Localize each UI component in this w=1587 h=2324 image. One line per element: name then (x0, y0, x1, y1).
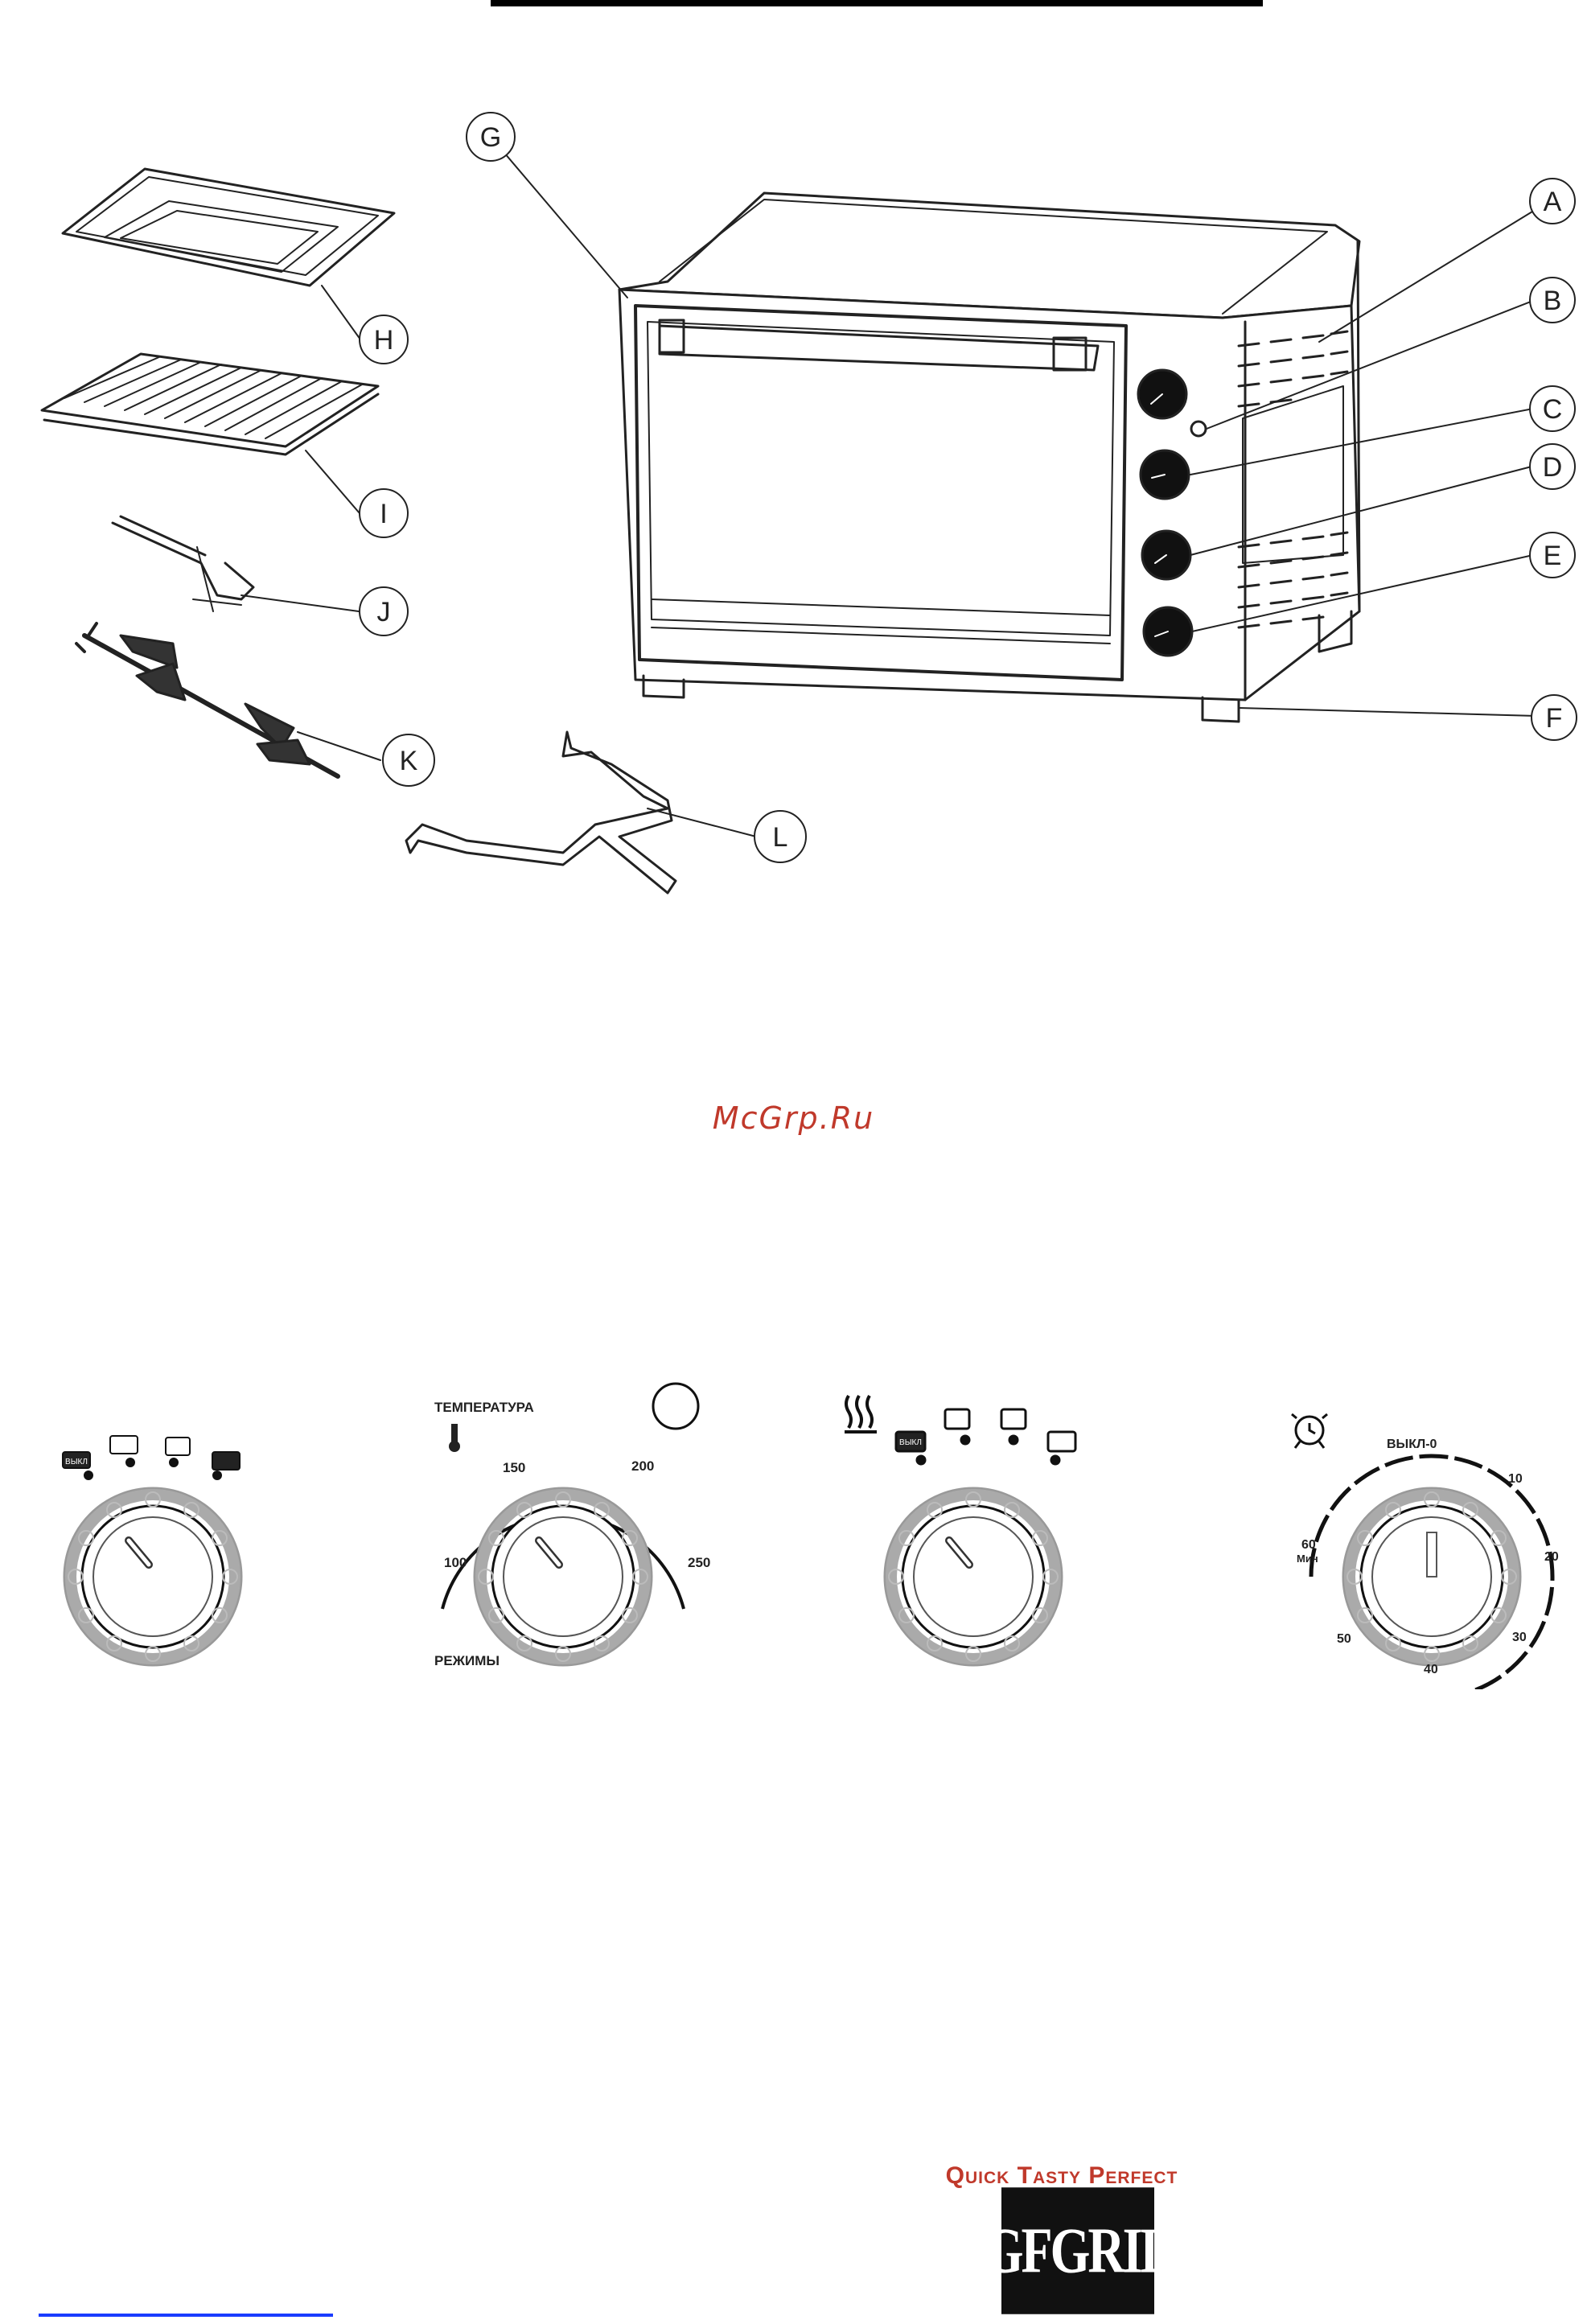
indicator-light (653, 1384, 698, 1429)
thermometer-icon (449, 1424, 460, 1452)
off-label: ВЫКЛ (899, 1438, 922, 1447)
top-heater-icon (945, 1409, 969, 1429)
callout-label: H (374, 325, 394, 356)
function-dial (64, 1488, 241, 1665)
timer-tick: 20 (1544, 1550, 1559, 1564)
heater-dial (885, 1488, 1062, 1665)
oven-body (619, 193, 1359, 722)
callout-label: K (400, 746, 418, 776)
temperature-tick: 150 (503, 1460, 525, 1475)
callout-label: I (380, 499, 387, 529)
wire-rack (42, 354, 378, 455)
timer-tick: ВЫКЛ-0 (1387, 1438, 1437, 1451)
callout-label: E (1544, 541, 1562, 571)
callout-label: C (1543, 394, 1563, 425)
temperature-tick: 100 (444, 1555, 467, 1570)
temperature-tick: 200 (631, 1458, 654, 1474)
two-heaters-icon (110, 1436, 138, 1454)
brand-tagline: Quick Tasty Perfect (885, 2162, 1239, 2190)
temperature-dial (442, 1488, 684, 1665)
callout-label: G (480, 122, 501, 153)
callout-label: A (1544, 187, 1562, 217)
timer-tick: 30 (1512, 1631, 1527, 1644)
footer-link[interactable] (39, 2314, 333, 2317)
fan-icon (166, 1438, 190, 1455)
timer-tick: 60 (1301, 1538, 1316, 1552)
callout-label: F (1546, 703, 1563, 734)
top-bottom-heater-icon (1048, 1432, 1075, 1451)
off-label: ВЫКЛ (65, 1458, 88, 1466)
heater-icons (896, 1409, 1075, 1464)
callout-label: B (1544, 286, 1562, 316)
alarm-clock-icon (1292, 1414, 1327, 1448)
baking-tray (63, 169, 394, 286)
callout-label: L (773, 822, 788, 853)
temperature-tick: 250 (688, 1555, 710, 1570)
timer-tick: 40 (1424, 1663, 1438, 1676)
timer-unit: Мин (1297, 1553, 1318, 1565)
temperature-title: ТЕМПЕРАТУРА (434, 1400, 534, 1415)
heat-waves-icon (845, 1396, 877, 1432)
brand-logo: GFGRIL (1001, 2187, 1154, 2314)
callout-label: J (377, 597, 391, 627)
watermark: McGrp.Ru (0, 1100, 1587, 1136)
rotisserie-spit (76, 623, 338, 776)
oven-parts-diagram: G A B C D E F H I J K L (0, 0, 1587, 965)
modes-label: РЕЖИМЫ (434, 1653, 500, 1668)
rack-lifter (113, 516, 253, 611)
timer-tick: 50 (1337, 1632, 1351, 1646)
timer-tick: 10 (1508, 1472, 1523, 1486)
bottom-heater-icon (1001, 1409, 1026, 1429)
rotisserie-icon (212, 1452, 240, 1470)
control-panel-dials: ВЫКЛ ТЕМПЕРАТУРА 100 150 200 250 РЕЖИМЫ (0, 1368, 1587, 1689)
spit-holder (406, 732, 676, 893)
function-icons (63, 1436, 240, 1479)
timer-dial (1311, 1456, 1552, 1689)
callout-label: D (1543, 452, 1563, 483)
